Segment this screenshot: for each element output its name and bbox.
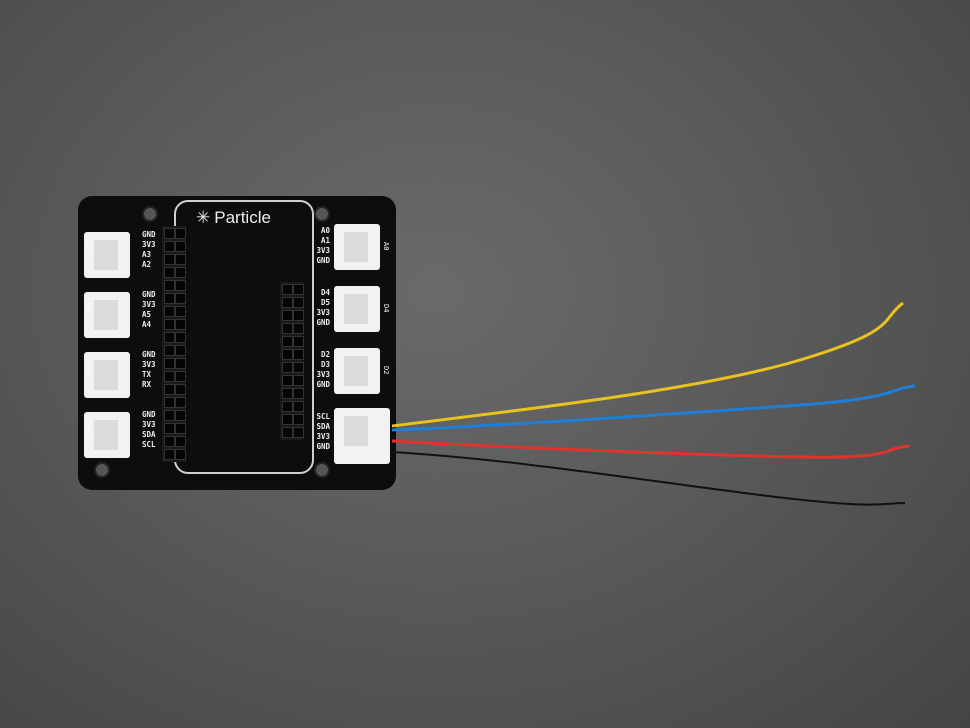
- grove-connector-a4[interactable]: [84, 292, 130, 338]
- grove-connector-uart[interactable]: [84, 352, 130, 398]
- mounting-hole: [142, 206, 158, 222]
- port-label: A0: [382, 242, 390, 251]
- grove-connector-i2c-2[interactable]: [84, 412, 130, 458]
- wire-red: [391, 439, 911, 459]
- mounting-hole: [94, 462, 110, 478]
- grove-connector-d4[interactable]: [334, 286, 380, 332]
- wire-blue: [391, 384, 916, 432]
- grove-connector-a2[interactable]: [84, 232, 130, 278]
- grove-connector-a0[interactable]: [334, 224, 380, 270]
- mounting-hole: [314, 462, 330, 478]
- port-label: I2C_2: [84, 418, 92, 440]
- port-label: UART: [84, 360, 92, 377]
- particle-star-icon: ✳: [196, 208, 211, 227]
- port-label: D4: [382, 304, 390, 313]
- port-label: D2: [382, 366, 390, 375]
- port-label: A4: [84, 302, 92, 311]
- grove-connector-d2[interactable]: [334, 348, 380, 394]
- particle-logo: ✳Particle: [196, 208, 271, 227]
- mounting-hole: [314, 206, 330, 222]
- wire-yellow: [391, 301, 904, 428]
- port-label: A2: [84, 242, 92, 251]
- grove-connector-i2c-with-cable[interactable]: [334, 408, 390, 464]
- right-female-header: [280, 282, 304, 440]
- left-female-header: [162, 226, 186, 462]
- wire-black: [391, 451, 906, 506]
